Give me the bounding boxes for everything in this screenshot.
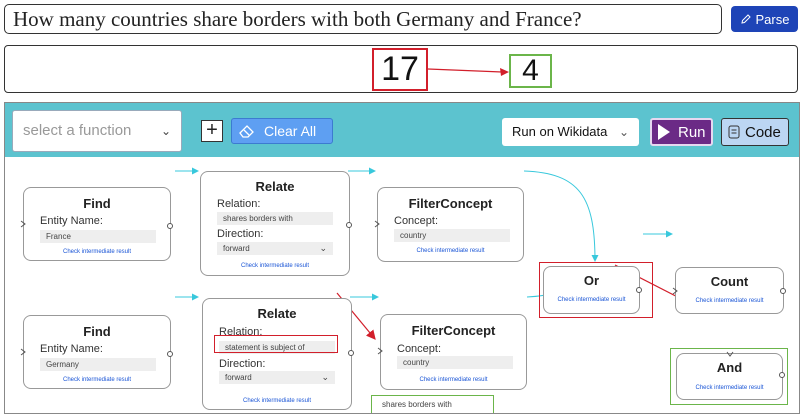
direction-select[interactable]: forward ⌄ xyxy=(219,371,335,384)
and-node-fix-highlight xyxy=(670,348,788,405)
graph-canvas: Find Entity Name: France Check intermedi… xyxy=(5,157,799,413)
node-title: Relate xyxy=(255,179,295,194)
entity-name-label: Entity Name: xyxy=(40,215,103,227)
node-or[interactable]: Or Check intermediate result xyxy=(543,266,642,314)
output-port[interactable] xyxy=(780,288,786,294)
node-title: FilterConcept xyxy=(408,196,493,211)
add-function-button[interactable]: + xyxy=(201,120,223,142)
check-intermediate-link[interactable]: Check intermediate result xyxy=(557,297,626,303)
pencil-icon xyxy=(740,14,751,24)
input-port-icon xyxy=(672,287,678,295)
node-title: Relate xyxy=(257,306,297,321)
node-title: Find xyxy=(83,196,111,211)
entity-name-field[interactable]: Germany xyxy=(40,358,156,371)
code-button-label: Code xyxy=(745,123,781,141)
node-and[interactable]: And Check intermediate result xyxy=(676,351,785,400)
node-filter-concept-1[interactable]: FilterConcept Concept: country Check int… xyxy=(374,187,524,262)
relation-label: Relation: xyxy=(217,198,261,210)
check-intermediate-link[interactable]: Check intermediate result xyxy=(419,377,488,383)
direction-label: Direction: xyxy=(219,358,266,370)
function-select-placeholder: select a function xyxy=(23,122,132,139)
check-intermediate-link[interactable]: Check intermediate result xyxy=(242,398,312,404)
relation-correction-box: shares borders with xyxy=(371,395,494,413)
concept-field[interactable]: country xyxy=(397,356,513,369)
wire-filter-or-top xyxy=(523,170,599,262)
function-select[interactable]: select a function ⌄ xyxy=(12,110,182,152)
node-find-germany[interactable]: Find Entity Name: Germany Check intermed… xyxy=(20,315,173,389)
input-port-icon xyxy=(20,348,26,356)
node-count[interactable]: Count Check intermediate result xyxy=(672,267,786,314)
input-port-icon xyxy=(374,220,380,228)
question-input[interactable]: How many countries share borders with bo… xyxy=(4,4,722,34)
input-port-icon xyxy=(20,220,26,228)
run-button[interactable]: Run xyxy=(650,118,713,146)
node-title: FilterConcept xyxy=(411,323,496,338)
chevron-down-icon: ⌄ xyxy=(321,372,329,382)
chevron-down-icon: ⌄ xyxy=(319,243,327,253)
node-find-france[interactable]: Find Entity Name: France Check intermedi… xyxy=(20,187,173,261)
run-target-value: Run on Wikidata xyxy=(512,124,608,139)
eraser-icon xyxy=(239,125,254,138)
direction-label: Direction: xyxy=(217,228,264,240)
input-port-icon xyxy=(726,351,734,357)
input-port-icon xyxy=(377,347,383,355)
parse-button[interactable]: Parse xyxy=(731,6,798,32)
direction-value: forward xyxy=(225,373,252,382)
run-target-select[interactable]: Run on Wikidata ⌄ xyxy=(502,118,639,146)
node-relate-1[interactable]: Relate Relation: shares borders with Dir… xyxy=(200,171,352,276)
chevron-down-icon: ⌄ xyxy=(160,124,171,138)
output-port[interactable] xyxy=(779,372,785,378)
answer-panel xyxy=(4,45,798,93)
concept-field[interactable]: country xyxy=(394,229,510,242)
program-editor: select a function ⌄ + Clear All Run on W… xyxy=(4,102,800,414)
relation-field[interactable]: shares borders with xyxy=(217,212,333,225)
concept-label: Concept: xyxy=(394,215,439,227)
document-icon xyxy=(728,125,740,139)
output-port[interactable] xyxy=(167,351,173,357)
run-button-label: Run xyxy=(678,123,706,141)
chevron-down-icon: ⌄ xyxy=(618,125,629,139)
clear-all-label: Clear All xyxy=(264,123,317,139)
check-intermediate-link[interactable]: Check intermediate result xyxy=(695,385,764,391)
relation-error-highlight xyxy=(214,335,338,353)
entity-name-field[interactable]: France xyxy=(40,230,156,243)
or-node-error-highlight xyxy=(539,262,653,318)
node-title: Count xyxy=(710,274,749,289)
node-relate-2[interactable]: Relate Relation: statement is subject of… xyxy=(202,298,354,410)
node-title: Find xyxy=(83,324,111,339)
wrong-answer: 17 xyxy=(372,48,428,91)
editor-toolbar: select a function ⌄ + Clear All Run on W… xyxy=(5,103,799,157)
check-intermediate-link[interactable]: Check intermediate result xyxy=(695,298,764,304)
concept-label: Concept: xyxy=(397,343,442,355)
check-intermediate-link[interactable]: Check intermediate result xyxy=(416,248,485,254)
check-intermediate-link[interactable]: Check intermediate result xyxy=(62,249,132,255)
node-title: And xyxy=(716,360,743,375)
output-port[interactable] xyxy=(167,223,173,229)
correct-answer: 4 xyxy=(509,54,552,88)
direction-select[interactable]: forward ⌄ xyxy=(217,242,333,255)
check-intermediate-link[interactable]: Check intermediate result xyxy=(240,263,310,269)
answer-correction-arrow xyxy=(427,68,509,76)
play-icon xyxy=(658,124,670,140)
node-filter-concept-2[interactable]: FilterConcept Concept: country Check int… xyxy=(377,314,527,390)
output-port[interactable] xyxy=(636,287,642,293)
direction-value: forward xyxy=(223,244,250,253)
output-port[interactable] xyxy=(346,222,352,228)
node-title: Or xyxy=(583,273,600,288)
entity-name-label: Entity Name: xyxy=(40,343,103,355)
code-button[interactable]: Code xyxy=(721,118,789,146)
clear-all-button[interactable]: Clear All xyxy=(231,118,333,144)
output-port[interactable] xyxy=(348,350,354,356)
parse-button-label: Parse xyxy=(755,11,790,27)
relation-field[interactable]: statement is subject of xyxy=(219,341,335,354)
check-intermediate-link[interactable]: Check intermediate result xyxy=(62,377,132,383)
